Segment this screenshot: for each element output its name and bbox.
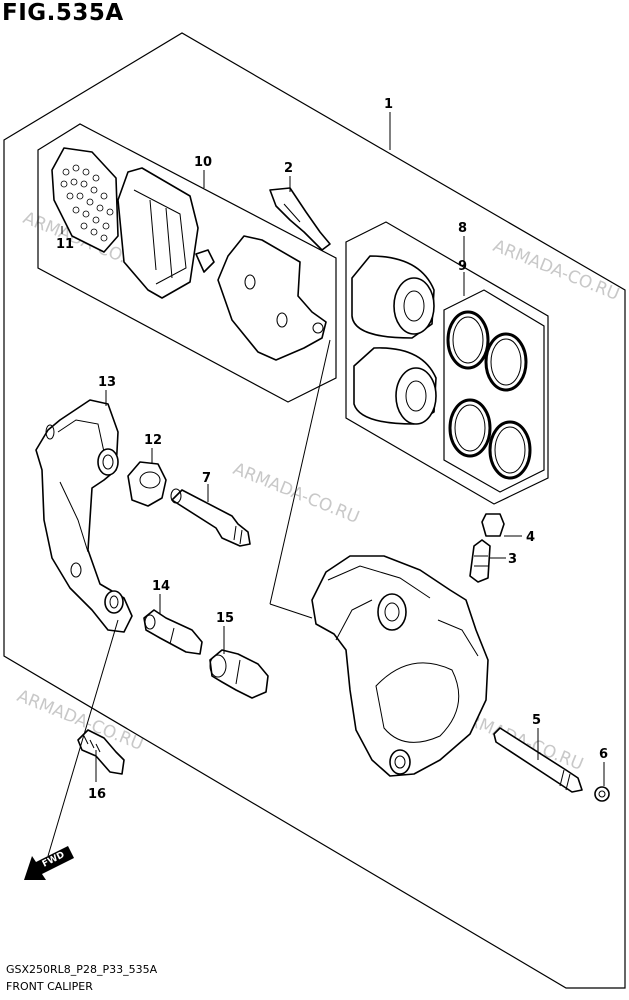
- clip-part: [594, 786, 610, 802]
- slide-pin-7: [170, 488, 251, 547]
- slide-pin-14: [143, 609, 203, 655]
- watermarks: ARMADA-CO.RU ARMADA-CO.RU ARMADA-CO.RU A…: [14, 208, 622, 775]
- boot-part: [127, 461, 167, 507]
- callout-labels: 1 2 3 4 5 6 7 8 9 10 11 12 13 14 15 16: [56, 97, 608, 802]
- callout-8: 8: [458, 221, 467, 236]
- piston-lower: [353, 347, 437, 425]
- seal-kit-box: [345, 221, 549, 505]
- caliper-bracket: [35, 399, 133, 633]
- assembly-outline: [3, 32, 626, 989]
- boot-part-15: [209, 649, 269, 699]
- callout-15: 15: [216, 611, 234, 626]
- callout-5: 5: [532, 713, 541, 728]
- bolt-16: [77, 729, 125, 775]
- callout-10: 10: [194, 155, 212, 170]
- diagram-code: GSX250RL8_P28_P33_535A: [6, 963, 158, 976]
- bleeder-valve: [469, 539, 491, 583]
- callout-13: 13: [98, 375, 116, 390]
- pad-kit-box: [37, 123, 337, 403]
- diagram-name: FRONT CALIPER: [6, 980, 93, 993]
- callout-4: 4: [526, 530, 535, 545]
- brake-pad-back: [195, 235, 327, 361]
- shim-part: [51, 147, 119, 253]
- brake-pad-front: [117, 167, 199, 299]
- callout-2: 2: [284, 161, 293, 176]
- callout-14: 14: [152, 579, 170, 594]
- callout-11: 11: [56, 237, 74, 252]
- callout-1: 1: [384, 97, 393, 112]
- caliper-body: [311, 555, 489, 777]
- bleeder-cap: [481, 513, 505, 537]
- seal-inner-box: [443, 289, 545, 493]
- piston-seals: [446, 310, 532, 480]
- piston-upper: [351, 255, 435, 339]
- pad-spring: [269, 187, 331, 251]
- callout-16: 16: [88, 787, 106, 802]
- leader-lines: [47, 112, 605, 857]
- figure-title: FIG.535A: [2, 0, 124, 26]
- callout-9: 9: [458, 259, 467, 274]
- watermark: ARMADA-CO.RU: [230, 459, 362, 528]
- callout-12: 12: [144, 433, 162, 448]
- callout-6: 6: [599, 747, 608, 762]
- callout-3: 3: [508, 552, 517, 567]
- callout-7: 7: [202, 471, 211, 486]
